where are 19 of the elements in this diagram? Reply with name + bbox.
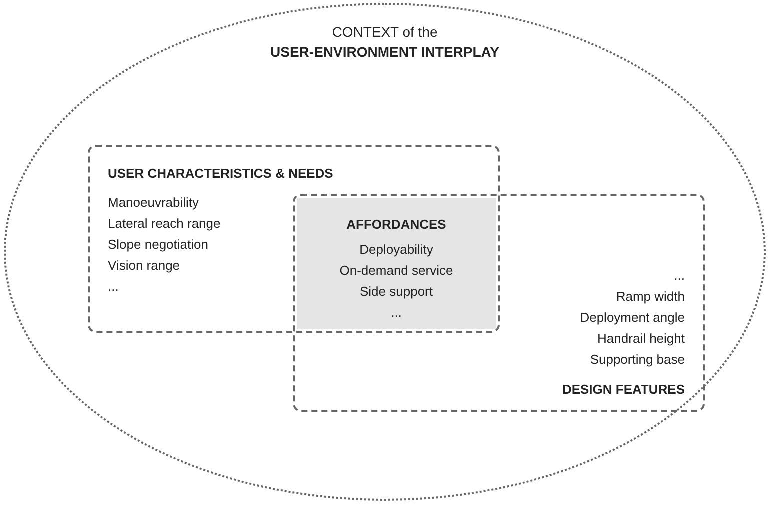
list-item: ... xyxy=(108,278,119,296)
list-item: ... xyxy=(674,267,685,285)
box-heading: DESIGN FEATURES xyxy=(562,381,685,399)
list-item: Side support xyxy=(360,283,433,301)
box-heading: USER CHARACTERISTICS & NEEDS xyxy=(108,165,334,183)
list-item: Supporting base xyxy=(590,351,685,369)
context-heading: CONTEXT of the USER-ENVIRONMENT INTERPLAY xyxy=(270,23,500,62)
list-item: Handrail height xyxy=(598,330,685,348)
list-item: Manoeuvrability xyxy=(108,194,200,212)
list-item: ... xyxy=(391,304,402,322)
list-item: Slope negotiation xyxy=(108,236,208,254)
box-heading: AFFORDANCES xyxy=(346,216,446,234)
list-item: Deployability xyxy=(360,241,434,259)
list-item: Vision range xyxy=(108,257,180,275)
list-item: Deployment angle xyxy=(580,309,685,327)
list-item: Ramp width xyxy=(616,288,685,306)
affordances-area xyxy=(297,198,496,329)
list-item: On-demand service xyxy=(340,262,454,280)
list-item: Lateral reach range xyxy=(108,215,221,233)
